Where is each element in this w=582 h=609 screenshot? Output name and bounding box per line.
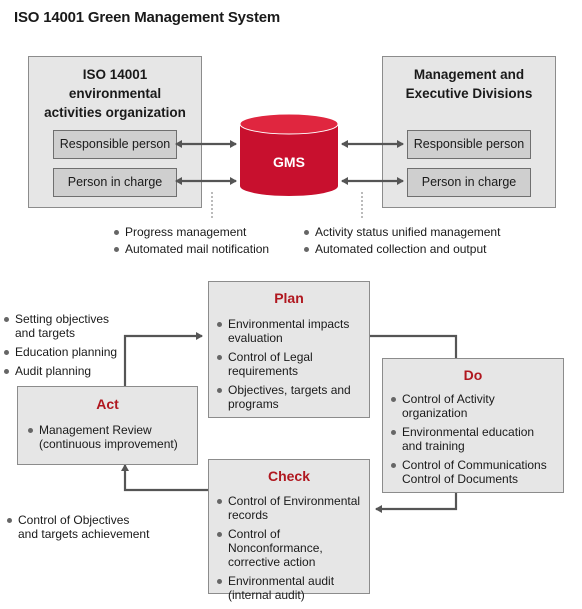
check-title: Check — [267, 468, 311, 484]
note-automated-collection: Automated collection and output — [304, 241, 500, 258]
do-items: Control of Activity organization Environ… — [391, 392, 563, 491]
left-organization-box: ISO 14001 environmental activities organ… — [28, 56, 202, 208]
do-item: Environmental education and training — [391, 425, 563, 453]
do-title: Do — [463, 367, 483, 383]
act-box: Act Management Review (continuous improv… — [17, 386, 198, 465]
left-notes: Progress management Automated mail notif… — [114, 224, 269, 258]
check-item: Control of Nonconformance, corrective ac… — [217, 527, 369, 569]
do-item: Control of Communications Control of Doc… — [391, 458, 563, 486]
page-title: ISO 14001 Green Management System — [14, 9, 281, 26]
right-notes: Activity status unified management Autom… — [304, 224, 500, 258]
right-person-in-charge: Person in charge — [407, 168, 531, 197]
note-progress-management: Progress management — [114, 224, 269, 241]
note-automated-mail: Automated mail notification — [114, 241, 269, 258]
plan-item: Control of Legal requirements — [217, 350, 367, 378]
act-note: Setting objectives and targets — [4, 312, 124, 340]
act-notes-bottom: Control of Objectives and targets achiev… — [7, 513, 167, 546]
act-items: Management Review (continuous improvemen… — [28, 423, 196, 456]
act-note: Control of Objectives and targets achiev… — [7, 513, 167, 541]
left-person-in-charge: Person in charge — [53, 168, 177, 197]
act-to-plan-arrow — [123, 332, 203, 386]
do-to-check-arrow — [375, 493, 458, 513]
check-box: Check Control of Environmental records C… — [208, 459, 370, 602]
plan-item: Environmental impacts evaluation — [217, 317, 367, 345]
act-title: Act — [96, 396, 119, 412]
do-item: Control of Activity organization — [391, 392, 563, 420]
do-box: Do Control of Activity organization Envi… — [382, 358, 564, 493]
check-item: Environmental audit (internal audit) — [217, 574, 369, 602]
check-items: Control of Environmental records Control… — [217, 494, 369, 607]
right-organization-title: Management and Executive Divisions — [405, 67, 533, 101]
left-organization-title: ISO 14001 environmental activities organ… — [44, 67, 186, 120]
right-organization-box: Management and Executive Divisions Respo… — [382, 56, 556, 208]
act-note: Audit planning — [4, 364, 124, 378]
act-note: Education planning — [4, 345, 124, 359]
plan-to-do-arrow — [370, 334, 458, 358]
check-to-act-arrow — [121, 464, 208, 492]
plan-item: Objectives, targets and programs — [217, 383, 367, 411]
gms-label: GMS — [273, 154, 305, 170]
left-responsible-person: Responsible person — [53, 130, 177, 159]
note-activity-status: Activity status unified management — [304, 224, 500, 241]
act-notes-top: Setting objectives and targets Education… — [4, 312, 124, 383]
gms-database-icon — [239, 113, 339, 196]
plan-box: Plan Environmental impacts evaluation Co… — [208, 281, 370, 418]
check-item: Control of Environmental records — [217, 494, 369, 522]
plan-title: Plan — [274, 290, 304, 306]
act-item: Management Review (continuous improvemen… — [28, 423, 196, 451]
right-responsible-person: Responsible person — [407, 130, 531, 159]
plan-items: Environmental impacts evaluation Control… — [217, 317, 367, 416]
